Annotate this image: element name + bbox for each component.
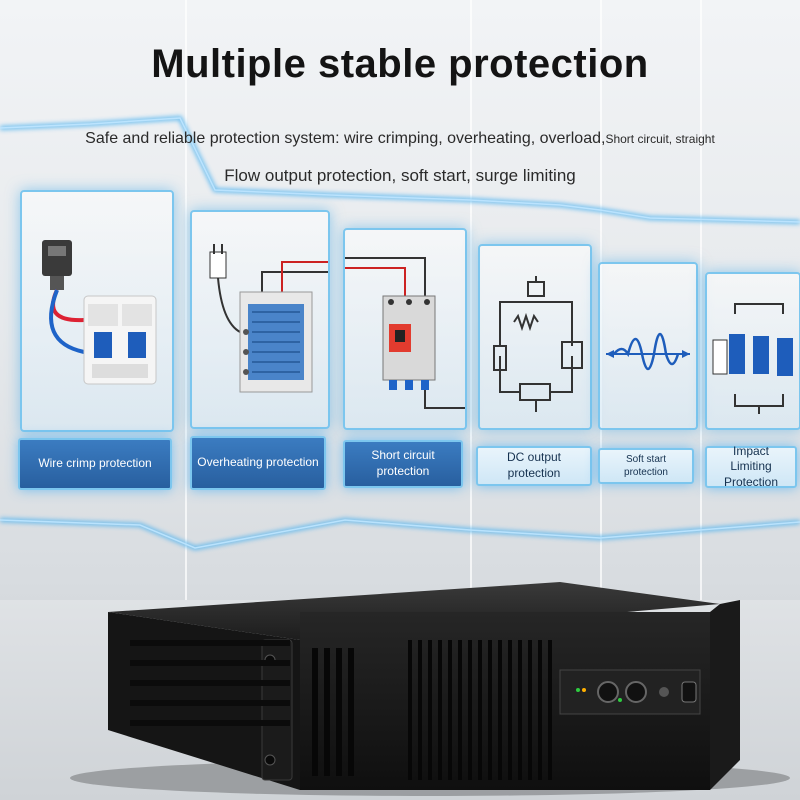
feature-label-wire-crimp: Wire crimp protection [18,438,172,490]
feature-card-overheating [190,210,392,429]
feature-card-wire-crimp [20,190,174,432]
dc-circuit-diagram-icon [493,276,583,412]
feature-label-overheating: Overheating protection [190,436,326,490]
subtitle-line-1-main: Safe and reliable protection system: wir… [85,130,606,147]
subtitle-line-2: Flow output protection, soft start, surg… [224,166,576,185]
subtitle-line-1-tail: Short circuit, straight [605,132,715,146]
feature-card-dc-output [478,244,592,430]
wall-panel-seam [185,0,187,620]
parallel-circuit-icon [712,303,793,414]
feature-card-short-circuit [325,228,545,430]
feature-label-short-circuit: Short circuit protection [343,440,463,488]
feature-card-soft-start [598,262,698,430]
overheat-relay-icon [209,244,392,393]
wall-panel-seam [470,0,472,620]
circuit-breaker-icon [42,240,157,385]
page-title: Multiple stable protection [151,42,649,86]
sine-wave-icon [606,332,690,371]
feature-card-impact-limiting [705,272,800,430]
feature-label-impact-limiting: Impact Limiting Protection [705,444,797,489]
feature-label-dc-output: DC output protection [476,446,592,486]
feature-label-soft-start: Soft start protection [598,448,694,484]
wall-panel-seam [700,0,702,620]
subtitle-line-1: Safe and reliable protection system: wir… [0,130,800,148]
